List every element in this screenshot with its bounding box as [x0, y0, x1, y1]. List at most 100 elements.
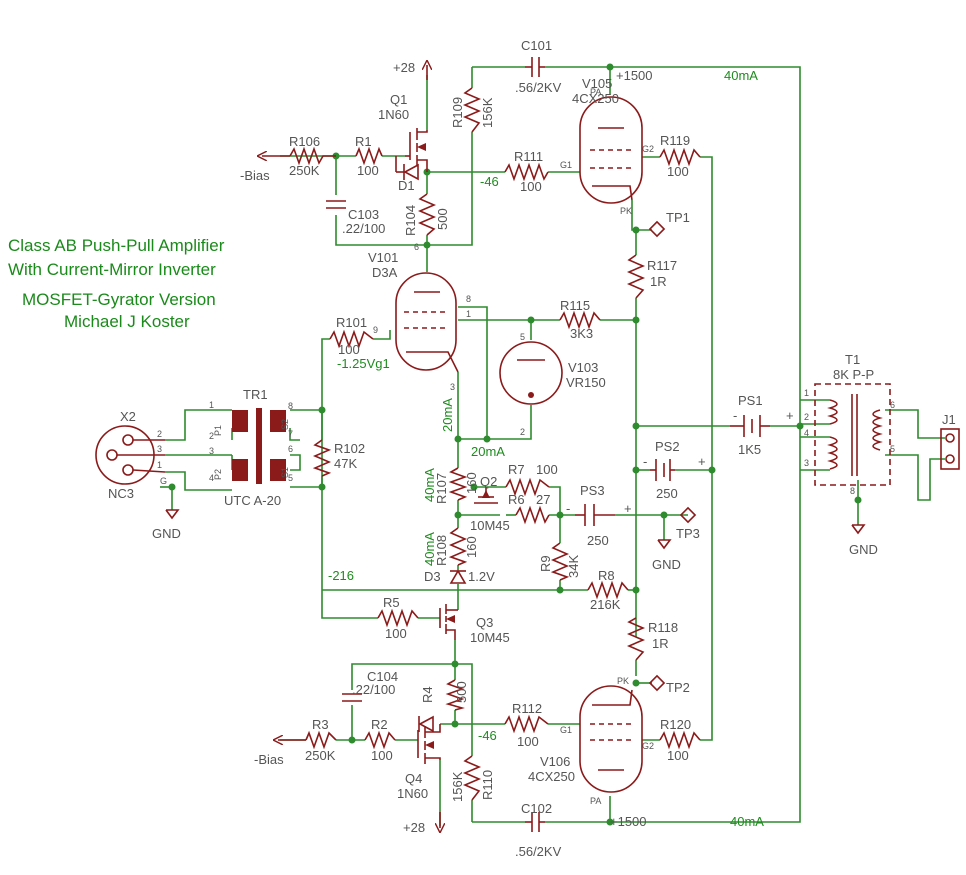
r1-val: 100: [357, 163, 379, 178]
pin-pa-top: PA: [590, 87, 601, 97]
diode-d3: [449, 569, 467, 584]
ps3-minus: -: [566, 501, 570, 516]
pin-number: 6: [288, 444, 293, 454]
r112-val: 100: [517, 734, 539, 749]
r110-ref: R110: [480, 770, 495, 800]
resistor-r111: [504, 162, 549, 182]
net-40ma-bot: 40mA: [730, 814, 764, 829]
title-line-2: With Current-Mirror Inverter: [8, 260, 216, 279]
q1-ref: Q1: [390, 92, 407, 107]
pin-number: 1: [209, 400, 214, 410]
r108-val: 160: [464, 536, 479, 558]
tp1-ref: TP1: [666, 210, 690, 225]
c101-ref: C101: [521, 38, 552, 53]
components: [95, 57, 960, 832]
mosfet-q3: [439, 604, 458, 640]
battery-ps3: [575, 504, 615, 526]
pin-number: 2: [520, 427, 525, 437]
r5-ref: R5: [383, 595, 400, 610]
net-216: -216: [328, 568, 354, 583]
tp3-ref: TP3: [676, 526, 700, 541]
pin-number: 3: [209, 446, 214, 456]
plus28-top: +28: [393, 60, 415, 75]
v101-ref: V101: [368, 250, 398, 265]
q2-val: 10M45: [470, 518, 510, 533]
pin-g2-top: G2: [642, 144, 654, 154]
capacitor-c103: [326, 200, 346, 209]
q1-val: 1N60: [378, 107, 409, 122]
r106-val: 250K: [289, 163, 320, 178]
q4-ref: Q4: [405, 771, 422, 786]
x2-ref: X2: [120, 409, 136, 424]
pin-number: 2: [157, 429, 162, 439]
tr1-pin-p1: P1: [213, 425, 223, 436]
pin-number: 1: [804, 388, 809, 398]
capacitor-c102: [525, 812, 545, 832]
resistor-r2: [364, 730, 396, 750]
resistor-r110: [462, 755, 482, 801]
plus1500-top: +1500: [616, 68, 653, 83]
r120-ref: R120: [660, 717, 691, 732]
bias-label-bot: -Bias: [254, 752, 284, 767]
r3-ref: R3: [312, 717, 329, 732]
battery-ps2: [650, 459, 675, 481]
net-46-top: -46: [480, 174, 499, 189]
r102-val: 47K: [334, 456, 357, 471]
pin-pk-bot: PK: [617, 676, 629, 686]
pin-number: 3: [450, 382, 455, 392]
net-labels: 40mA 40mA -46 -46 -1.25Vg1 20mA 20mA 40m…: [328, 68, 764, 829]
d3-ref: D3: [424, 569, 441, 584]
tr1-pin-s2: S2: [280, 419, 290, 430]
r3-val: 250K: [305, 748, 336, 763]
plus28-bot: +28: [403, 820, 425, 835]
gnd-label-1: GND: [152, 526, 181, 541]
resistor-r107: [448, 467, 468, 501]
c101-val: .56/2KV: [515, 80, 562, 95]
r104-val: 500: [435, 208, 450, 230]
diode-q4: [418, 715, 434, 733]
r101-ref: R101: [336, 315, 367, 330]
v106-val: 4CX250: [528, 769, 575, 784]
resistor-r109: [462, 87, 482, 133]
gnd-label-3: GND: [849, 542, 878, 557]
v106-ref: V106: [540, 754, 570, 769]
c104-val: .22/100: [352, 682, 395, 697]
component-labels: C101 .56/2KV C102 .56/2KV C103 .22/100 C…: [108, 38, 956, 859]
ps1-plus: +: [786, 408, 794, 423]
r111-val: 100: [520, 179, 542, 194]
ps3-val: 250: [587, 533, 609, 548]
r2-val: 100: [371, 748, 393, 763]
pin-g1-bot: G1: [560, 725, 572, 735]
pin-number: 4: [209, 473, 214, 483]
ps2-val: 250: [656, 486, 678, 501]
battery-ps1: [730, 415, 770, 437]
resistor-r115: [559, 310, 601, 330]
gnd-label-2: GND: [652, 557, 681, 572]
net-40ma-top: 40mA: [724, 68, 758, 83]
pin-number: 8: [850, 486, 855, 496]
pin-pa-bot: PA: [590, 796, 601, 806]
j1-ref: J1: [942, 412, 956, 427]
transformer-t1: [814, 383, 891, 486]
x2-val: NC3: [108, 486, 134, 501]
t1-ref: T1: [845, 352, 860, 367]
pin-number: 3: [157, 444, 162, 454]
pin-g-x2: G: [160, 476, 167, 486]
tube-v105: [579, 96, 643, 204]
r5-val: 100: [385, 626, 407, 641]
resistor-r119: [659, 147, 701, 167]
tube-v106: [579, 685, 643, 793]
r118-val: 1R: [652, 636, 669, 651]
pin-number: 3: [804, 458, 809, 468]
ps2-minus: -: [643, 454, 647, 469]
d1-ref: D1: [398, 178, 415, 193]
ground-symbols: [165, 509, 866, 550]
r4-ref: R4: [420, 686, 435, 703]
diode-d1: [395, 156, 419, 181]
capacitor-c104: [342, 693, 362, 702]
resistor-r117: [626, 254, 646, 299]
net-vg1: -1.25Vg1: [337, 356, 390, 371]
resistor-r118: [626, 617, 646, 661]
c104-ref: C104: [367, 669, 398, 684]
